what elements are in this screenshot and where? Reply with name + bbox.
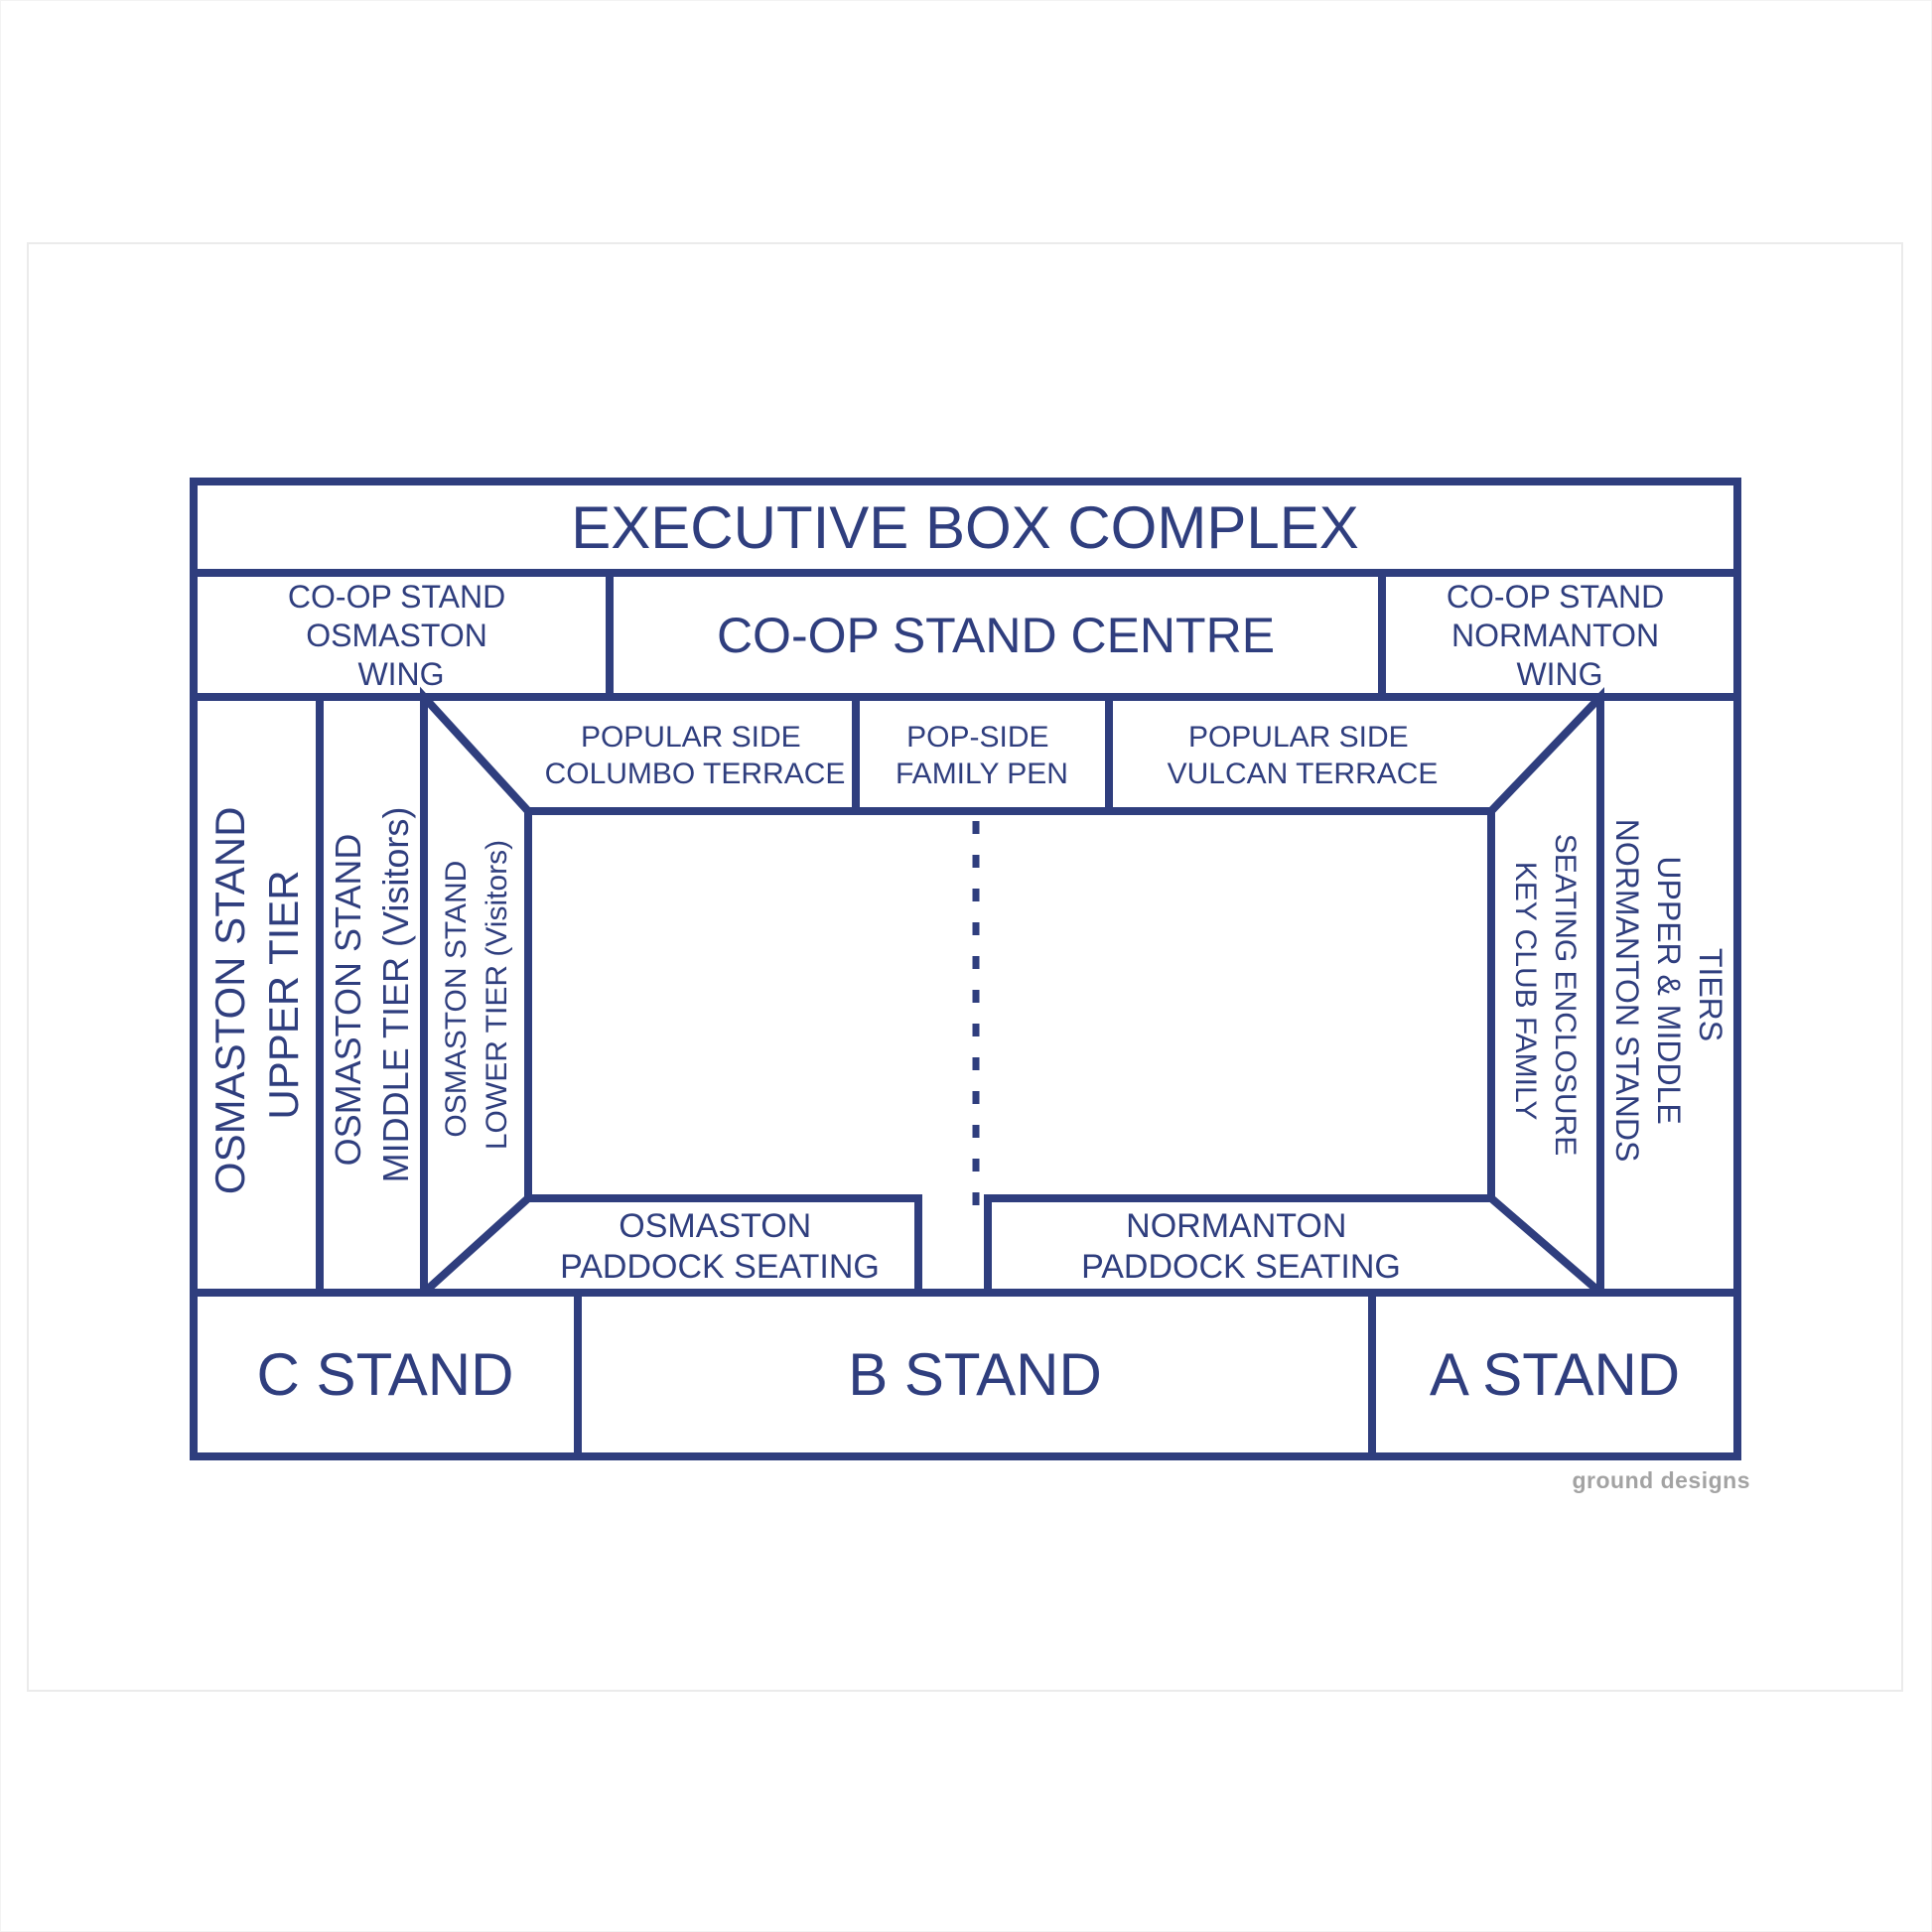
osmaston-middle-tier-shape (316, 693, 428, 1297)
a-stand-label: A STAND (1430, 1341, 1680, 1408)
normanton-stands-shape (1596, 693, 1741, 1297)
osmaston-paddock-label: OSMASTON PADDOCK SEATING (560, 1207, 880, 1286)
stadium-plan-diagram: EXECUTIVE BOX COMPLEX CO-OP STAND OSMAST… (190, 478, 1741, 1460)
b-stand-shape (574, 1289, 1376, 1460)
coop-centre-label: CO-OP STAND CENTRE (717, 608, 1275, 663)
osmaston-middle-tier-label: OSMASTON STAND MIDDLE TIER (Visitors) (328, 807, 416, 1183)
popside-family-pen-shape (852, 693, 1113, 815)
coop-osmaston-wing-label: CO-OP STAND OSMASTON WING (288, 579, 514, 692)
popside-family-pen-label: POP-SIDE FAMILY PEN (896, 721, 1068, 790)
b-stand-label: B STAND (848, 1341, 1102, 1408)
popular-columbo-terrace-label: POPULAR SIDE COLUMBO TERRACE (545, 721, 846, 790)
credit-text: ground designs (1572, 1467, 1750, 1493)
popular-vulcan-terrace-label: POPULAR SIDE VULCAN TERRACE (1168, 721, 1439, 790)
c-stand-shape (190, 1289, 582, 1460)
osmaston-upper-tier-label: OSMASTON STAND UPPER TIER (207, 795, 307, 1194)
stadium-plan-poster: EXECUTIVE BOX COMPLEX CO-OP STAND OSMAST… (27, 242, 1903, 1692)
normanton-paddock-label: NORMANTON PADDOCK SEATING (1081, 1207, 1401, 1286)
osmaston-lower-tier-label: OSMASTON STAND LOWER TIER (Visitors) (440, 840, 513, 1150)
coop-normanton-wing-label: CO-OP STAND NORMANTON WING (1447, 579, 1673, 692)
a-stand-shape (1368, 1289, 1741, 1460)
executive-box-label: EXECUTIVE BOX COMPLEX (571, 494, 1359, 561)
coop-normanton-wing-shape (1378, 569, 1741, 701)
c-stand-label: C STAND (257, 1341, 514, 1408)
normanton-stands-label: NORMANTON STANDS UPPER & MIDDLE TIERS (1609, 819, 1728, 1171)
key-club-enclosure-label: KEY CLUB FAMILY SEATING ENCLOSURE (1509, 834, 1582, 1157)
